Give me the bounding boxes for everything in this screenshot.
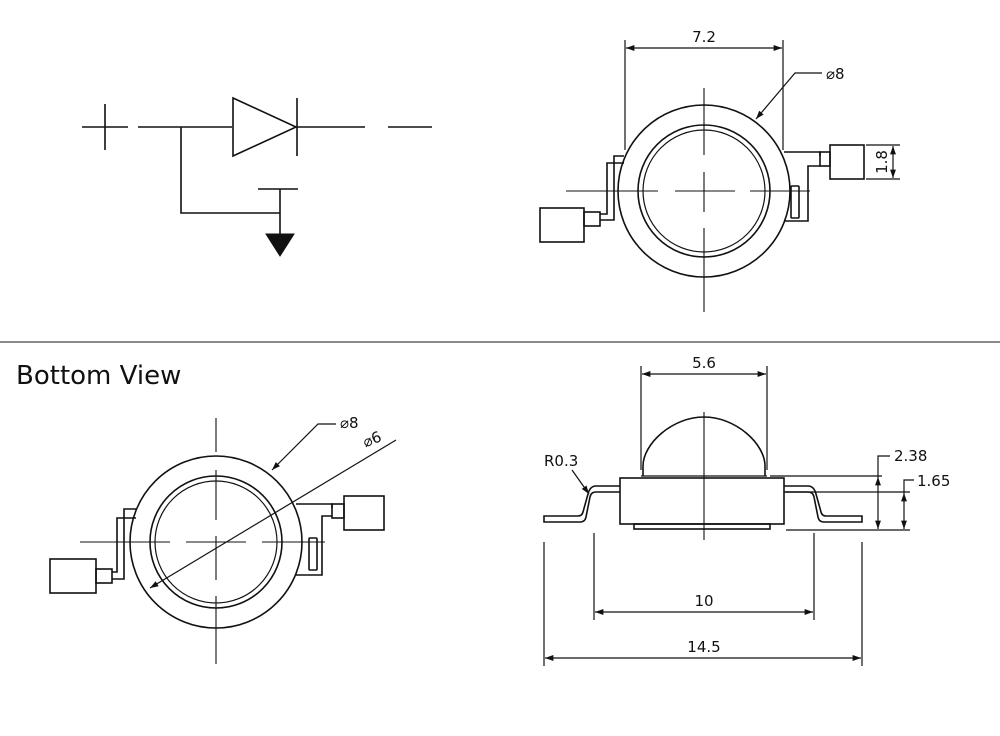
top-right-pad	[829, 144, 865, 180]
ground-arrow-icon	[265, 233, 295, 257]
top-left-lead-neck	[583, 211, 601, 227]
side-body	[619, 477, 785, 525]
side-view-drawing: 5.6 R0.3 2.38 1.65 10 14.5	[543, 354, 950, 666]
top-right-lead-top	[784, 151, 821, 156]
lens-width-label: 5.6	[692, 354, 716, 372]
bottom-left-pad	[49, 558, 97, 594]
bottom-right-lead-top	[296, 503, 333, 508]
top-width-label: 7.2	[692, 28, 716, 46]
top-left-lead-inner	[600, 162, 624, 215]
bottom-polarity-slot	[308, 537, 318, 571]
bend-radius-leader	[571, 469, 590, 495]
bend-radius-label: R0.3	[544, 452, 578, 470]
bottom-right-lead-bottom	[296, 515, 332, 576]
bottom-left-lead-inner	[112, 517, 136, 573]
top-polarity-slot	[790, 185, 800, 219]
body-height-leader	[903, 479, 914, 493]
body-height-label: 1.65	[917, 472, 950, 490]
pad-span-label: 10	[694, 592, 713, 610]
tab-height-label: 1.8	[873, 150, 891, 174]
overall-length-label: 14.5	[687, 638, 720, 656]
top-left-pad	[539, 207, 585, 243]
bottom-right-lead-neck	[331, 503, 345, 519]
bottom-inner-diameter-line	[149, 439, 397, 589]
top-view-drawing: 7.2 ⌀8 1.8	[539, 28, 900, 312]
diode-schematic-symbol	[82, 96, 432, 257]
bottom-view-drawing: ⌀6 ⌀8	[49, 414, 397, 664]
top-right-lead-bottom	[784, 165, 820, 222]
top-diameter-leader	[755, 72, 822, 120]
top-diameter-label: ⌀8	[826, 65, 845, 83]
bottom-left-lead-neck	[95, 568, 113, 584]
side-heatsink-base	[633, 523, 771, 530]
total-height-leader	[877, 455, 890, 477]
side-right-lead	[784, 485, 863, 523]
diode-triangle	[232, 96, 298, 158]
top-right-lead-neck	[819, 151, 831, 167]
total-height-label: 2.38	[894, 447, 927, 465]
bottom-view-title: Bottom View	[16, 361, 181, 391]
thermal-pad-wire	[180, 127, 280, 214]
side-left-lead	[543, 485, 620, 523]
bottom-outer-diameter-label: ⌀8	[340, 414, 359, 432]
bottom-left-lead-outer	[112, 508, 136, 580]
bottom-right-pad	[343, 495, 385, 531]
top-left-lead-outer	[600, 155, 624, 221]
bottom-outer-diameter-leader	[271, 423, 336, 471]
bottom-inner-diameter-label: ⌀6	[360, 428, 384, 452]
